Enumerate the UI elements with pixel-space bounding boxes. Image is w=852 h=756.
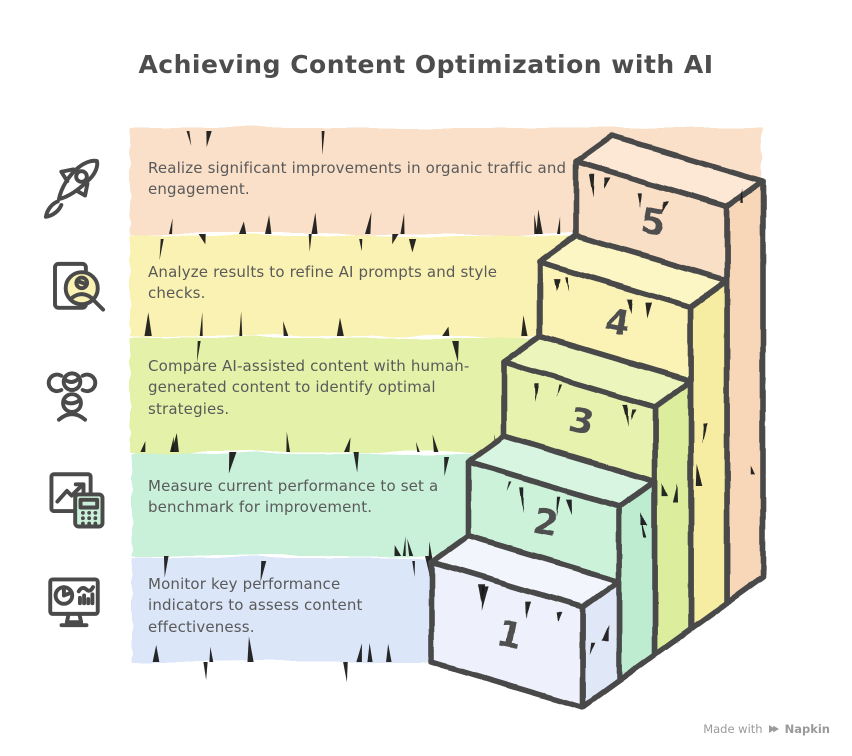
step-label-2: Measure current performance to set a ben… [148,477,439,517]
step-label-3: Compare AI-assisted content with human-g… [148,357,470,418]
stair-side-3 [652,378,694,658]
stair-step-4: 4 [537,233,730,632]
napkin-logo-icon [768,725,779,733]
step-label-1: Monitor key performance indicators to as… [148,575,363,636]
brand-name: Napkin [784,722,830,736]
made-with-text: Made with [703,722,763,736]
document-search-icon [36,252,112,328]
compare-users-icon [34,352,110,428]
page-title: Achieving Content Optimization with AI [138,50,714,79]
stair-front-1 [429,559,586,710]
monitor-dashboard-icon [36,564,112,640]
stair-step-3: 3 [501,333,694,658]
chart-calculator-icon [36,460,112,536]
watermark: Made with Napkin [703,722,830,736]
stair-side-2 [616,478,658,684]
stair-step-5: 5 [573,133,766,606]
stair-side-4 [688,278,730,632]
stair-step-1: 1 [429,533,622,710]
rocket-icon [34,148,110,224]
step-label-5: Realize significant improvements in orga… [148,159,567,199]
step-label-4: Analyze results to refine AI prompts and… [148,263,498,303]
stair-side-5 [724,178,766,606]
